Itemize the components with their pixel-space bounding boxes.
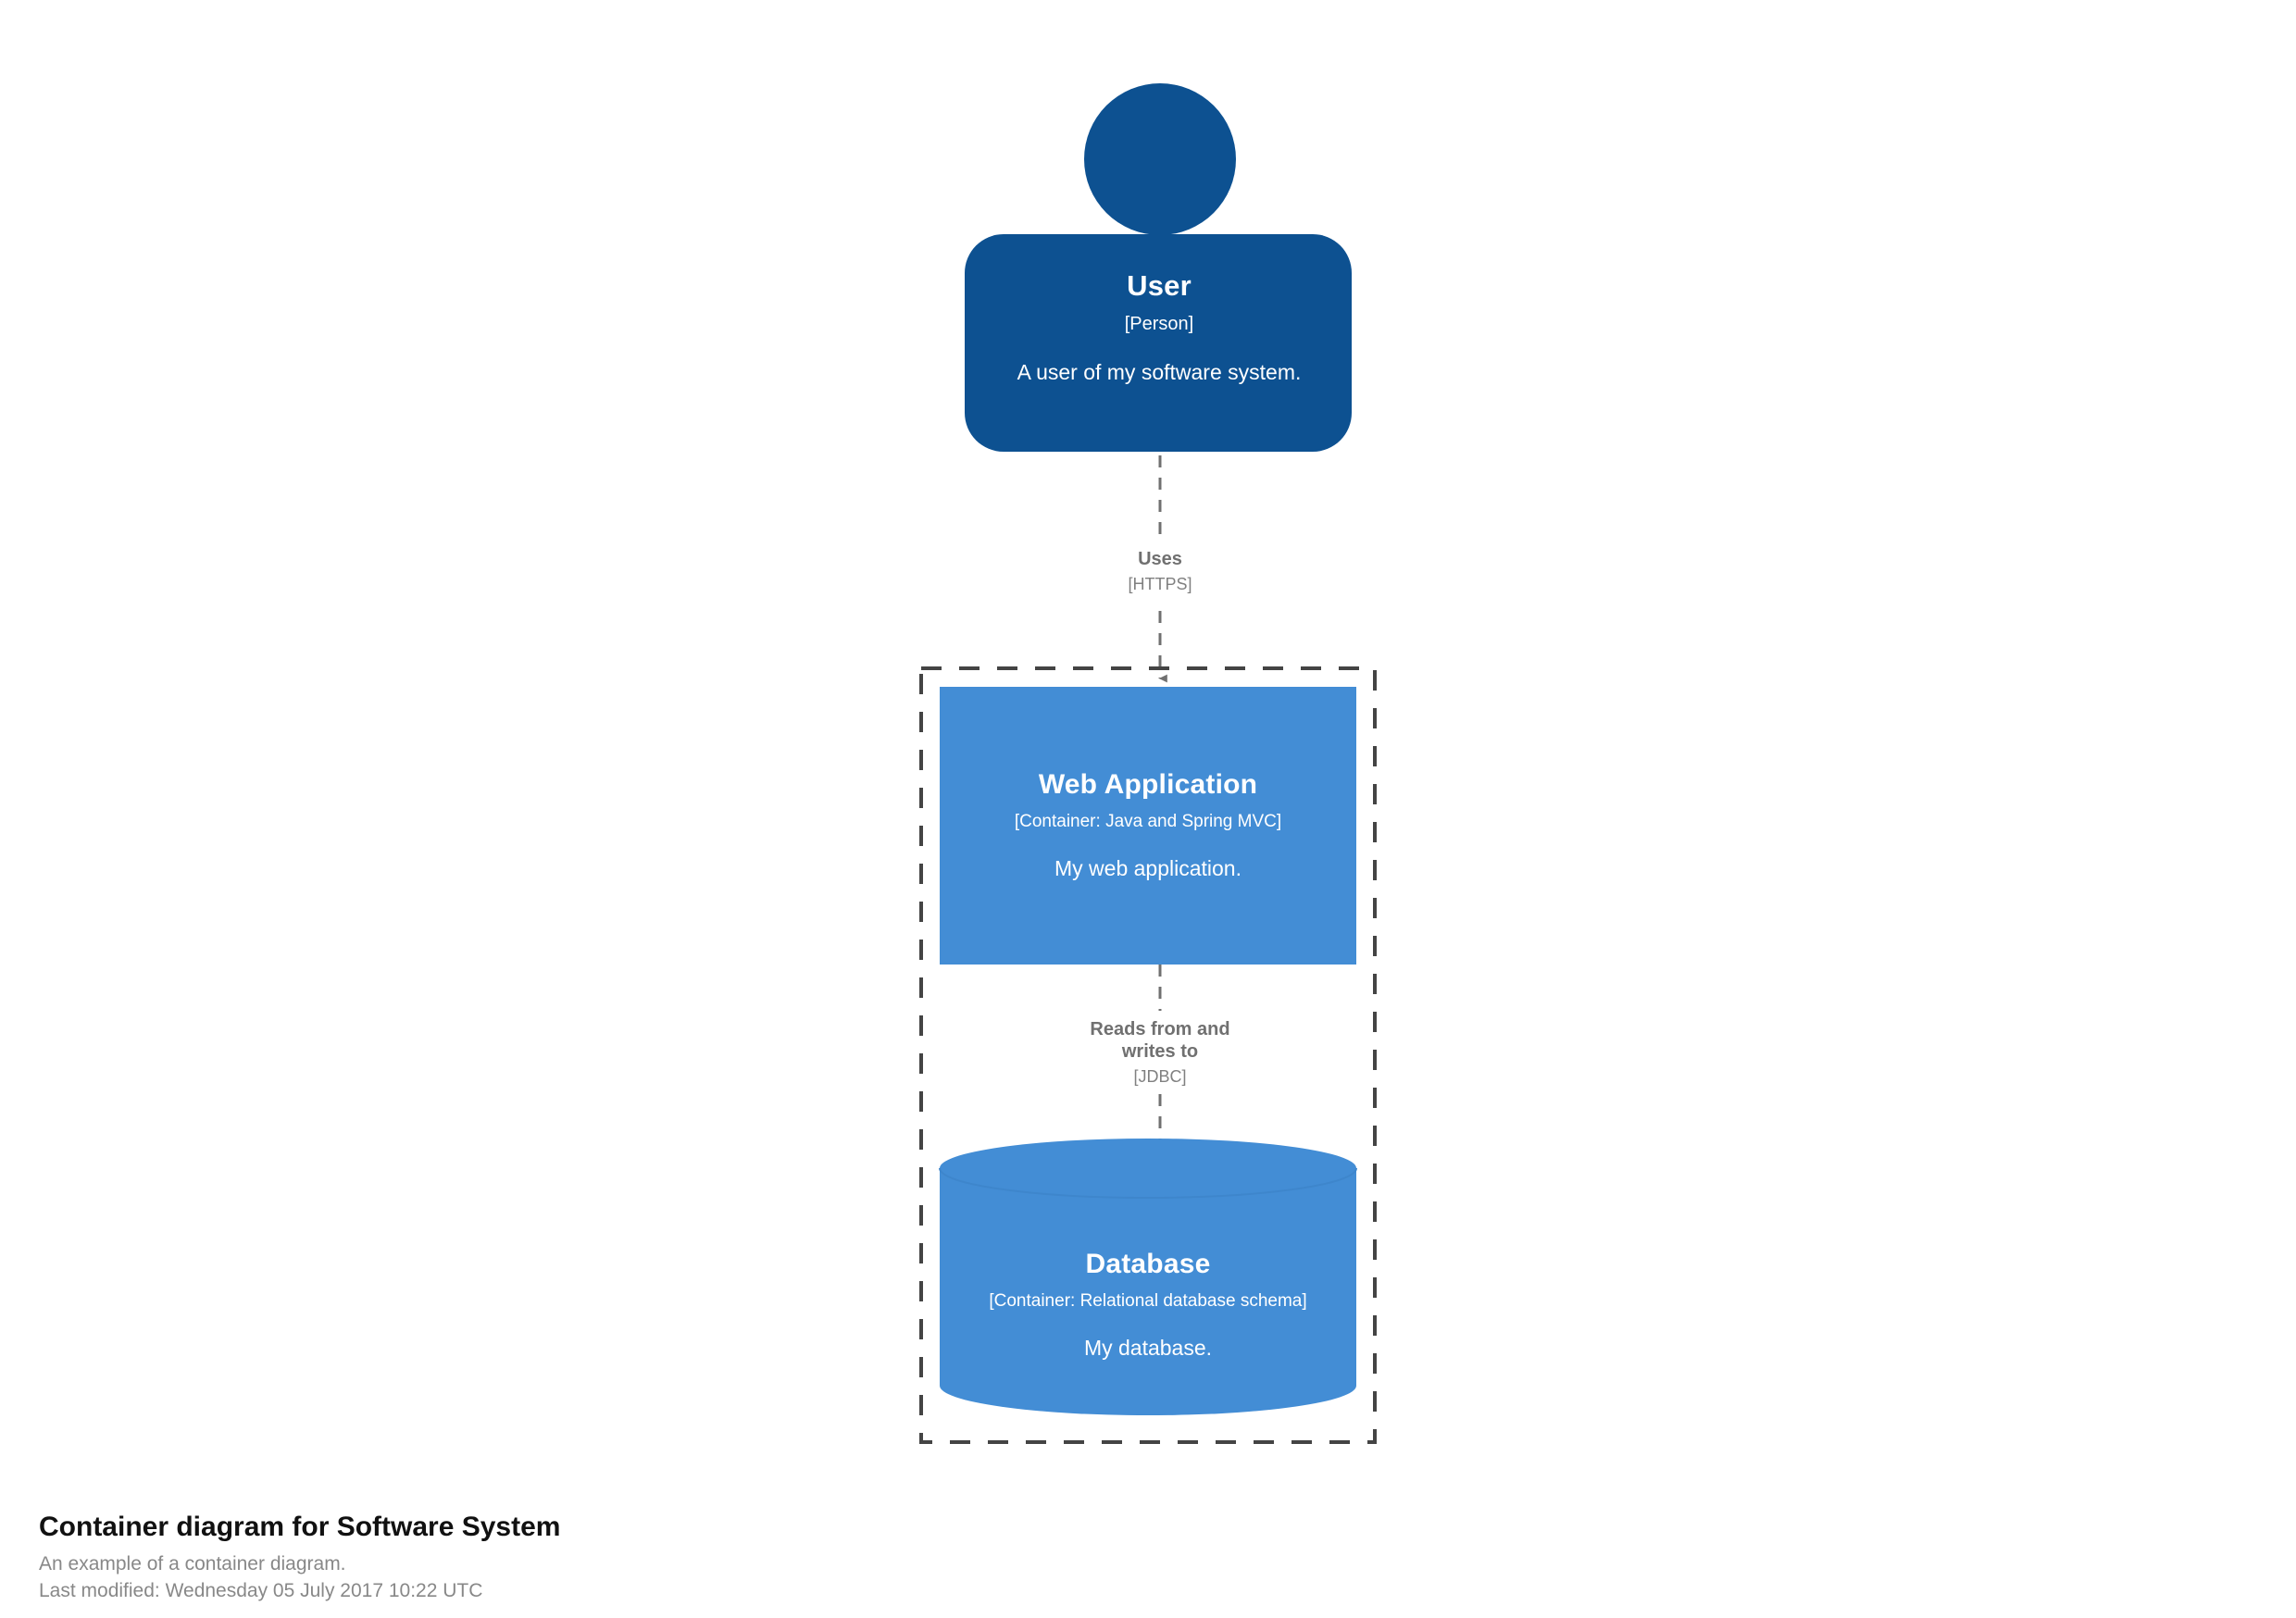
node-container-database[interactable] <box>939 1139 1357 1415</box>
node-person-user[interactable] <box>965 83 1352 452</box>
diagram-caption-subtitle: An example of a container diagram. <box>39 1553 346 1574</box>
database-cylinder-top-edge <box>939 1167 1357 1199</box>
diagram-caption-last-modified: Last modified: Wednesday 05 July 2017 10… <box>39 1579 483 1601</box>
software-system-boundary[interactable] <box>919 666 1377 1444</box>
diagram-caption-title: Container diagram for Software System <box>39 1512 561 1542</box>
node-container-web-application[interactable] <box>940 687 1356 965</box>
person-head-shape <box>1084 83 1236 235</box>
diagram-caption: Container diagram for Software System An… <box>39 1511 1335 1605</box>
database-cylinder-body <box>940 1139 1356 1415</box>
person-body-shape <box>965 234 1352 452</box>
